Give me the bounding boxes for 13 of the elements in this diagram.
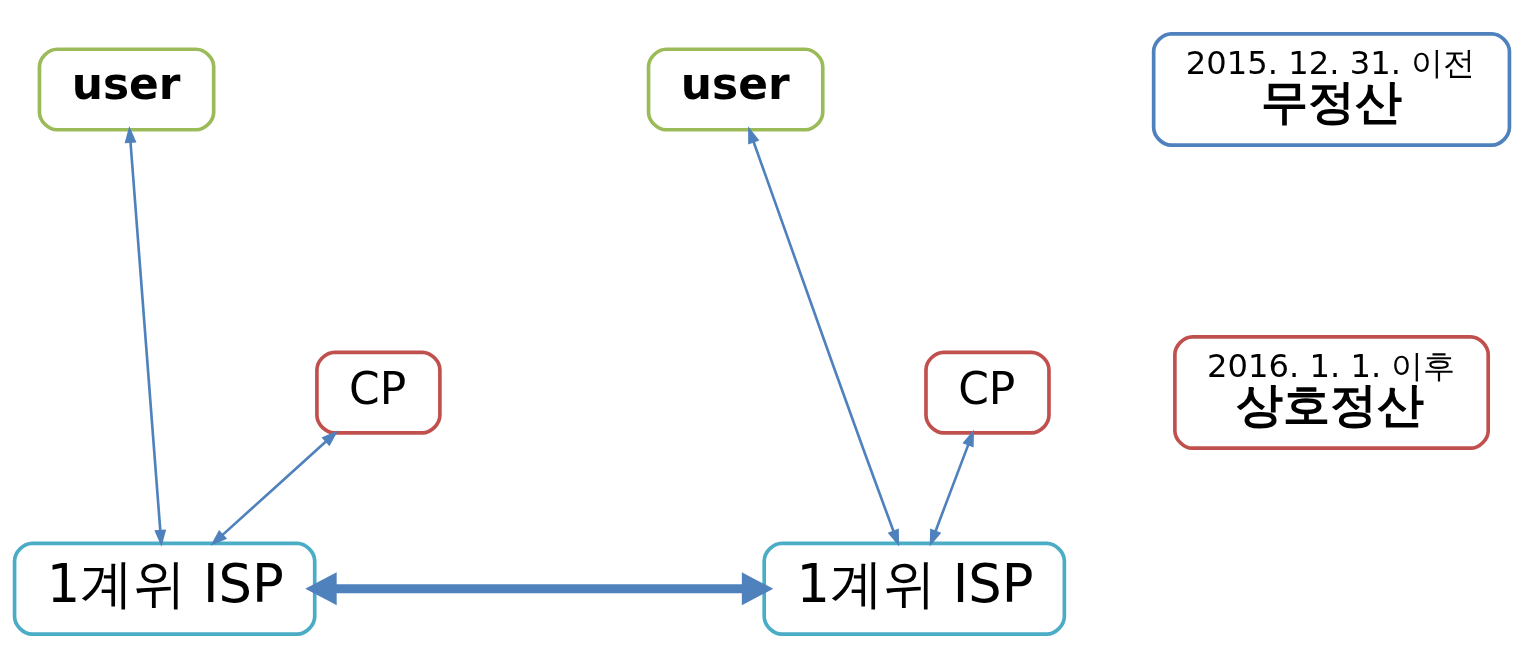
- arrow: [124, 125, 167, 547]
- arrow: [305, 571, 774, 605]
- node-box: 1계위 ISP: [762, 541, 1067, 636]
- arrow: [210, 429, 339, 546]
- node-box: CP: [315, 349, 442, 435]
- node-box: CP: [924, 349, 1051, 435]
- node-box: 1계위 ISP: [12, 541, 317, 636]
- node-box: user: [646, 46, 825, 132]
- arrow: [748, 125, 900, 547]
- node-box: 2015. 12. 31. 이전 무정산: [1151, 31, 1512, 147]
- arrow: [929, 428, 975, 547]
- node-box: user: [37, 46, 216, 132]
- node-box: 2016. 1. 1. 이후 상호정산: [1173, 334, 1491, 450]
